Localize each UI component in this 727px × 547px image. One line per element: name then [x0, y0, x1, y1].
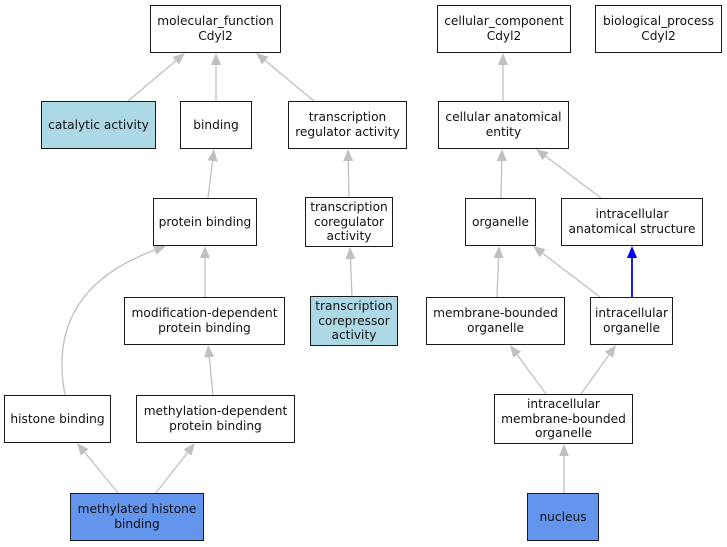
edge-line: [349, 257, 353, 297]
node-label: membrane-bounded organelle: [433, 306, 558, 335]
arrowhead-icon: [345, 247, 356, 260]
arrowhead-icon: [533, 246, 546, 258]
node-nucleus[interactable]: nucleus: [527, 493, 599, 541]
edge-intracellular-membrane-bounded-organelle-to-intracellular-organelle: [580, 345, 616, 395]
node-label: catalytic activity: [48, 117, 149, 132]
node-label: methylation-dependent protein binding: [143, 404, 288, 433]
edge-line: [127, 59, 178, 102]
node-methylation-dependent-protein-binding[interactable]: methylation-dependent protein binding: [136, 395, 295, 443]
node-label: transcription coregulator activity: [310, 200, 388, 244]
node-transcription-regulator-activity[interactable]: transcription regulator activity: [288, 101, 407, 149]
edge-transcription-coregulator-activity-to-transcription-regulator-activity: [343, 149, 354, 198]
node-label: modification-dependent protein binding: [131, 306, 278, 335]
arrowhead-icon: [536, 149, 549, 161]
arrowhead-icon: [498, 53, 508, 65]
node-catalytic-activity[interactable]: catalytic activity: [41, 101, 156, 149]
edge-line: [264, 59, 315, 102]
node-label: cellular anatomical entity: [445, 110, 562, 139]
node-label: intracellular organelle: [595, 306, 668, 335]
node-label: methylated histone binding: [77, 502, 197, 531]
edge-intracellular-organelle-to-intracellular-anatomical-structure: [627, 246, 637, 297]
edge-transcription-regulator-activity-to-molecular-function: [256, 53, 315, 102]
node-methylated-histone-binding[interactable]: methylated histone binding: [70, 493, 204, 541]
edge-line: [208, 355, 214, 396]
node-label: organelle: [472, 214, 529, 229]
edge-intracellular-membrane-bounded-organelle-to-membrane-bounded-organelle: [510, 345, 547, 395]
node-cellular-component[interactable]: cellular_component Cdyl2: [437, 5, 571, 53]
node-molecular-function[interactable]: molecular_function Cdyl2: [150, 5, 281, 53]
edge-line: [541, 252, 601, 298]
edge-modification-dependent-protein-binding-to-protein-binding: [200, 246, 210, 297]
arrowhead-icon: [153, 245, 166, 255]
node-cellular-anatomical-entity[interactable]: cellular anatomical entity: [438, 101, 569, 149]
edge-protein-binding-to-binding: [207, 149, 218, 199]
node-label: molecular_function Cdyl2: [157, 14, 274, 43]
edge-membrane-bounded-organelle-to-organelle: [493, 246, 504, 298]
arrowhead-icon: [496, 149, 507, 162]
edge-line: [83, 451, 119, 494]
edge-line: [515, 353, 547, 395]
edge-methylated-histone-binding-to-methylation-dependent-protein-binding: [155, 443, 195, 494]
node-biological-process[interactable]: biological_process Cdyl2: [595, 5, 722, 53]
arrowhead-icon: [343, 149, 354, 162]
node-label: cellular_component Cdyl2: [444, 14, 564, 43]
node-intracellular-anatomical-structure[interactable]: intracellular anatomical structure: [561, 198, 703, 246]
edge-line: [61, 249, 156, 396]
edge-methylation-dependent-protein-binding-to-modification-dependent-protein-binding: [204, 345, 215, 396]
arrowhead-icon: [172, 53, 185, 65]
node-label: intracellular anatomical structure: [568, 207, 696, 236]
edge-methylated-histone-binding-to-histone-binding: [77, 443, 119, 494]
node-protein-binding[interactable]: protein binding: [153, 198, 257, 246]
arrowhead-icon: [77, 443, 89, 456]
arrowhead-icon: [510, 345, 522, 358]
edge-transcription-corepressor-activity-to-transcription-coregulator-activity: [345, 247, 356, 297]
node-intracellular-membrane-bounded-organelle[interactable]: intracellular membrane-bounded organelle: [494, 394, 633, 444]
edge-intracellular-organelle-to-organelle: [533, 246, 601, 298]
node-label: nucleus: [539, 509, 587, 524]
node-label: transcription corepressor activity: [315, 299, 393, 343]
node-label: protein binding: [158, 214, 252, 229]
edge-nucleus-to-intracellular-membrane-bounded-organelle: [559, 444, 569, 493]
edge-line: [544, 155, 602, 199]
node-transcription-corepressor-activity[interactable]: transcription corepressor activity: [310, 296, 398, 346]
node-label: transcription regulator activity: [295, 110, 400, 139]
edge-histone-binding-to-protein-binding: [61, 245, 166, 396]
edge-line: [580, 353, 611, 395]
edge-line: [207, 159, 214, 199]
edge-line: [155, 451, 189, 494]
node-label: biological_process Cdyl2: [602, 14, 715, 43]
arrowhead-icon: [183, 443, 195, 456]
node-histone-binding[interactable]: histone binding: [4, 395, 111, 443]
edge-binding-to-molecular-function: [211, 53, 221, 101]
node-transcription-coregulator-activity[interactable]: transcription coregulator activity: [305, 197, 393, 247]
arrowhead-icon: [200, 246, 210, 258]
arrowhead-icon: [493, 246, 504, 259]
node-organelle[interactable]: organelle: [465, 198, 536, 246]
edge-line: [500, 159, 503, 199]
node-binding[interactable]: binding: [180, 101, 252, 149]
arrowhead-icon: [559, 444, 569, 456]
node-label: binding: [193, 117, 239, 132]
node-intracellular-organelle[interactable]: intracellular organelle: [590, 297, 673, 345]
edge-line: [347, 159, 350, 198]
arrowhead-icon: [207, 149, 218, 162]
node-modification-dependent-protein-binding[interactable]: modification-dependent protein binding: [124, 297, 285, 345]
node-label: histone binding: [10, 411, 105, 426]
edge-organelle-to-cellular-anatomical-entity: [496, 149, 507, 199]
edge-line: [496, 256, 500, 298]
arrowhead-icon: [211, 53, 221, 65]
arrowhead-icon: [604, 345, 616, 358]
edge-catalytic-activity-to-molecular-function: [127, 53, 185, 102]
arrowhead-icon: [204, 345, 215, 358]
node-label: intracellular membrane-bounded organelle: [501, 397, 626, 441]
edge-cellular-anatomical-entity-to-cellular-component: [498, 53, 508, 101]
edge-intracellular-anatomical-structure-to-cellular-anatomical-entity: [536, 149, 602, 199]
arrowhead-icon: [627, 246, 637, 258]
arrowhead-icon: [256, 53, 269, 65]
node-membrane-bounded-organelle[interactable]: membrane-bounded organelle: [426, 297, 565, 345]
